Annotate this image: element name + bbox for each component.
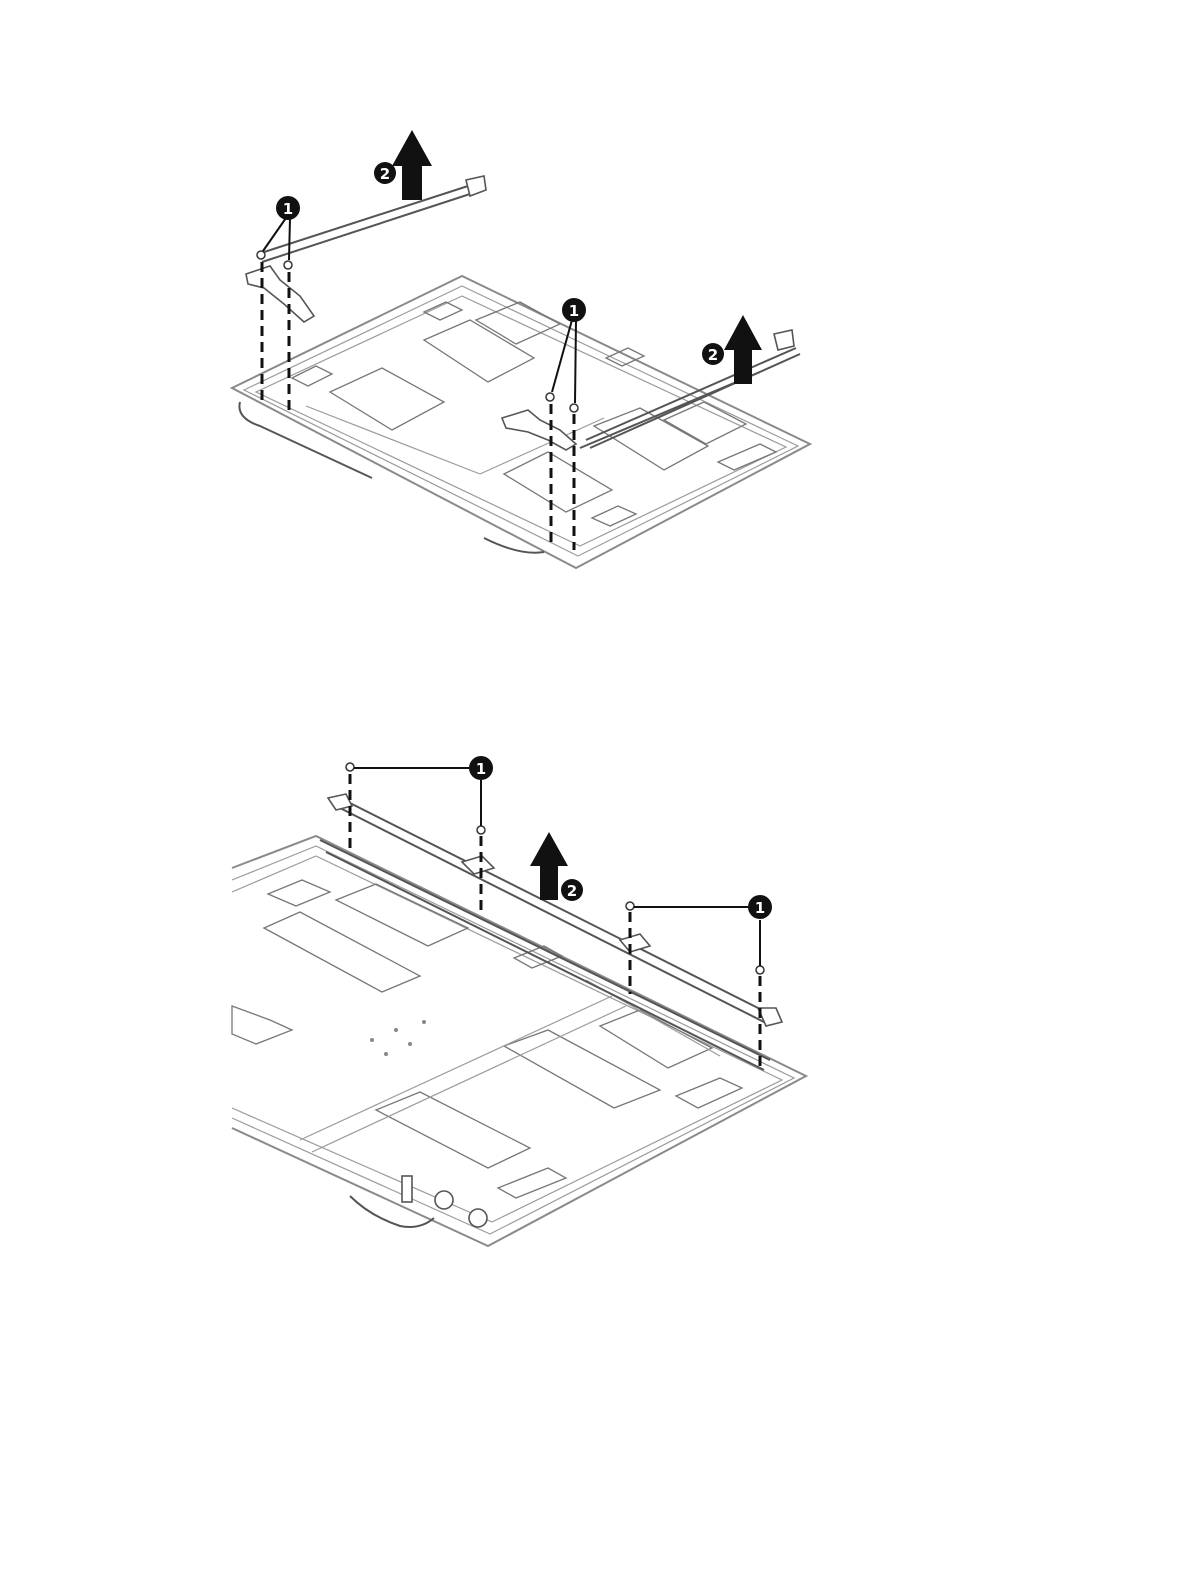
panel-pad <box>504 1030 660 1108</box>
callout-1: 1 <box>748 895 772 919</box>
svg-text:2: 2 <box>708 346 718 364</box>
svg-text:1: 1 <box>569 302 579 320</box>
panel-pad <box>232 1006 292 1044</box>
screw <box>346 763 354 771</box>
panel-pad <box>292 366 332 386</box>
callout-2: 2 <box>561 879 583 901</box>
callout-1: 1 <box>469 756 493 780</box>
panel-pad <box>376 1092 530 1168</box>
panel-pad <box>592 506 636 526</box>
panel-pad <box>268 880 330 906</box>
screw <box>756 966 764 974</box>
svg-text:2: 2 <box>380 165 390 183</box>
callout-1: 1 <box>562 298 586 322</box>
bottom-diagram-svg: 1 2 1 <box>0 740 1189 1280</box>
svg-text:1: 1 <box>755 899 765 917</box>
top-disassembly-illustration: 1 2 1 2 <box>0 0 1189 600</box>
callout-2: 2 <box>702 343 724 365</box>
screw <box>546 393 554 401</box>
panel-pad <box>264 912 420 992</box>
screw <box>257 251 265 259</box>
panel-pad <box>504 452 612 512</box>
screw <box>477 826 485 834</box>
lift-arrow-icon <box>392 130 432 200</box>
screw <box>626 902 634 910</box>
bottom-disassembly-illustration: 1 2 1 <box>0 740 1189 1280</box>
screw <box>570 404 578 412</box>
panel-pad <box>600 1010 712 1068</box>
panel-pad <box>330 368 444 430</box>
panel-pad <box>424 320 534 382</box>
svg-text:1: 1 <box>283 200 293 218</box>
panel-pad <box>336 884 468 946</box>
top-alignment-lines <box>262 262 574 550</box>
top-diagram-svg: 1 2 1 2 <box>0 0 1189 600</box>
svg-text:2: 2 <box>567 882 577 900</box>
svg-text:1: 1 <box>476 760 486 778</box>
hinge-cover-bar <box>328 794 782 1026</box>
callout-2: 2 <box>374 162 396 184</box>
screw <box>284 261 292 269</box>
panel-pad <box>676 1078 742 1108</box>
callout-1: 1 <box>276 196 300 220</box>
panel-pad <box>498 1168 566 1198</box>
